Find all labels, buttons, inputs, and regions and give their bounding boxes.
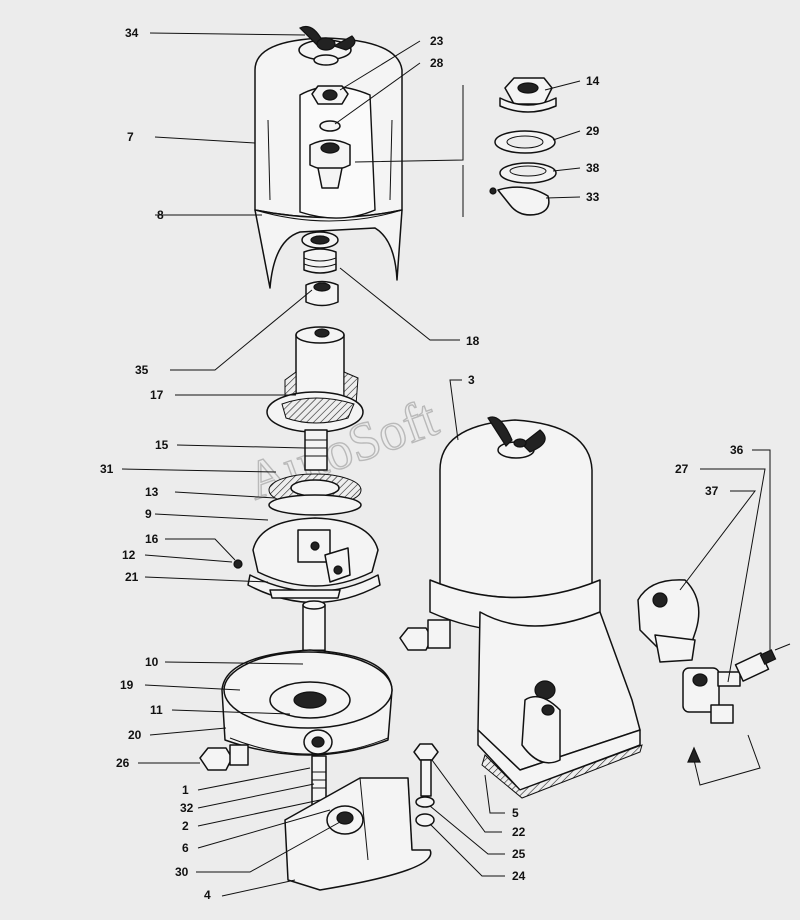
callout-label-26: 26: [116, 756, 130, 770]
callout-label-18: 18: [466, 334, 480, 348]
disc-31-13: [268, 473, 362, 516]
bowl-9: [252, 517, 379, 587]
callout-label-22: 22: [512, 825, 526, 839]
shaft-upper-15: [304, 429, 328, 471]
callout-label-19: 19: [120, 678, 134, 692]
assembled-filter-3: [399, 419, 643, 799]
callout-label-4: 4: [204, 888, 211, 902]
seal-35: [305, 280, 339, 307]
callout-label-14: 14: [586, 74, 600, 88]
callout-label-21: 21: [125, 570, 139, 584]
callout-label-1: 1: [182, 783, 189, 797]
callout-label-3: 3: [468, 373, 475, 387]
ring-38: [499, 162, 557, 184]
callout-label-30: 30: [175, 865, 189, 879]
washer-24: [415, 813, 435, 827]
callout-label-17: 17: [150, 388, 164, 402]
callout-label-35: 35: [135, 363, 149, 377]
callout-label-13: 13: [145, 485, 159, 499]
callout-label-36: 36: [730, 443, 744, 457]
tee-fitting-37: [682, 667, 741, 724]
callout-label-27: 27: [675, 462, 689, 476]
leader-lines: [121, 32, 771, 897]
callout-label-38: 38: [586, 161, 600, 175]
wing-nut-34: [298, 25, 356, 66]
callout-label-31: 31: [100, 462, 114, 476]
callout-label-25: 25: [512, 847, 526, 861]
lock-plate-33: [489, 186, 550, 216]
valve-27: [637, 579, 700, 663]
callout-label-15: 15: [155, 438, 169, 452]
sensor-36: [734, 643, 791, 682]
callout-label-29: 29: [586, 124, 600, 138]
callout-label-34: 34: [125, 26, 139, 40]
callout-labels: 34 23 28 7 8 14 29 38 33 18 35 17 3 15 3…: [100, 26, 744, 902]
callout-label-28: 28: [430, 56, 444, 70]
nut-14: [499, 77, 557, 113]
wing-nut-3: [487, 416, 546, 459]
housing-19-20: [221, 649, 393, 756]
flow-arrow: [687, 734, 761, 786]
callout-label-9: 9: [145, 507, 152, 521]
callout-label-10: 10: [145, 655, 159, 669]
callout-label-5: 5: [512, 806, 519, 820]
callout-label-12: 12: [122, 548, 136, 562]
callout-label-24: 24: [512, 869, 526, 883]
callout-label-20: 20: [128, 728, 142, 742]
washer-29: [494, 130, 556, 154]
callout-label-23: 23: [430, 34, 444, 48]
bolt-22: [413, 743, 439, 797]
rotor-tube-17: [266, 326, 364, 433]
nut-23: [311, 85, 349, 105]
base-4: [284, 777, 432, 891]
valve-body-fitting: [309, 139, 351, 189]
ring-21-16: [233, 559, 381, 604]
washer-25: [415, 796, 435, 808]
spring-18: [301, 231, 339, 274]
callout-label-8: 8: [157, 208, 164, 222]
callout-label-37: 37: [705, 484, 719, 498]
callout-label-33: 33: [586, 190, 600, 204]
callout-label-32: 32: [180, 801, 194, 815]
callout-label-6: 6: [182, 841, 189, 855]
callout-label-2: 2: [182, 819, 189, 833]
callout-label-16: 16: [145, 532, 159, 546]
callout-label-11: 11: [150, 703, 163, 717]
callout-label-7: 7: [127, 130, 134, 144]
plug-26: [199, 744, 249, 771]
